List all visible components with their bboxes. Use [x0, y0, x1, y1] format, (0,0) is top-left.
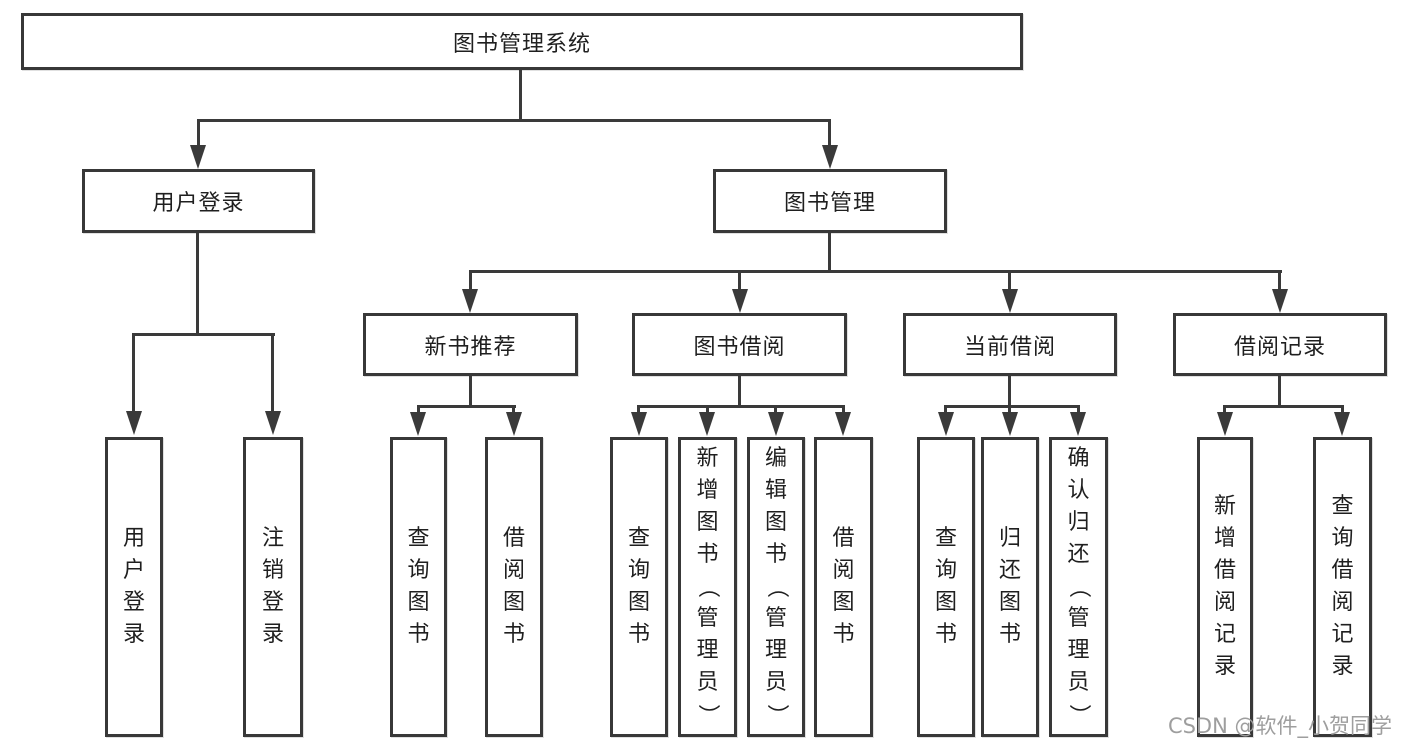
arrowhead-icon [462, 289, 478, 313]
connector-newbook-drop-1 [417, 405, 420, 414]
leaf-edit-books-admin: 编辑图书（管理员） [747, 437, 805, 737]
connector-borrow-hline [637, 405, 845, 408]
leaf-query-books-current: 查询图书 [917, 437, 975, 737]
leaf-borrow-books: 借阅图书 [814, 437, 873, 737]
connector-current-drop-1 [944, 405, 947, 414]
connector-borrow-drop-2 [706, 405, 709, 414]
leaf-add-books-admin: 新增图书（管理员） [678, 437, 737, 737]
connector-borrow-stem [738, 376, 741, 408]
arrowhead-icon [410, 412, 426, 436]
arrowhead-icon [1334, 412, 1350, 436]
leaf-query-borrow-record: 查询借阅记录 [1313, 437, 1372, 737]
arrowhead-icon [631, 412, 647, 436]
leaf-confirm-return-admin: 确认归还（管理员） [1049, 437, 1108, 737]
connector-records-drop-2 [1341, 405, 1344, 414]
arrowhead-icon [732, 289, 748, 313]
node-user-login: 用户登录 [82, 169, 315, 233]
connector-root-drop-left [197, 119, 200, 147]
node-book-borrow: 图书借阅 [632, 313, 847, 376]
connector-newbook-stem [469, 376, 472, 408]
connector-mgmt-drop-3 [1008, 270, 1011, 291]
connector-login-stem [196, 233, 199, 336]
leaf-return-books: 归还图书 [981, 437, 1039, 737]
node-current-borrow: 当前借阅 [903, 313, 1117, 376]
connector-borrow-drop-4 [842, 405, 845, 414]
connector-mgmt-drop-4 [1278, 270, 1281, 291]
connector-root-drop-right [828, 119, 831, 147]
connector-newbook-drop-2 [512, 405, 515, 414]
connector-current-drop-3 [1077, 405, 1080, 414]
connector-borrow-drop-1 [637, 405, 640, 414]
arrowhead-icon [699, 412, 715, 436]
node-root: 图书管理系统 [21, 13, 1023, 70]
connector-current-hline [944, 405, 1080, 408]
connector-records-stem [1278, 376, 1281, 408]
arrowhead-icon [835, 412, 851, 436]
node-borrow-records: 借阅记录 [1173, 313, 1387, 376]
connector-mgmt-drop-1 [469, 270, 472, 291]
leaf-query-books-recommend: 查询图书 [390, 437, 447, 737]
arrowhead-icon [1272, 289, 1288, 313]
connector-login-drop-1 [132, 333, 135, 411]
arrowhead-icon [938, 412, 954, 436]
connector-mgmt-hline [469, 270, 1282, 273]
node-new-book-recommend: 新书推荐 [363, 313, 578, 376]
arrowhead-icon [1070, 412, 1086, 436]
leaf-user-login: 用户登录 [105, 437, 163, 737]
connector-root-stem [519, 70, 522, 121]
connector-login-hline [132, 333, 275, 336]
watermark: CSDN @软件_小贺同学 [1167, 714, 1392, 738]
leaf-query-books-borrow: 查询图书 [610, 437, 668, 737]
arrowhead-icon [1002, 289, 1018, 313]
arrowhead-icon [190, 145, 206, 169]
arrowhead-icon [1002, 412, 1018, 436]
arrowhead-icon [822, 145, 838, 169]
connector-mgmt-drop-2 [738, 270, 741, 291]
leaf-logout: 注销登录 [243, 437, 303, 737]
connector-root-hline [197, 119, 831, 122]
leaf-add-borrow-record: 新增借阅记录 [1197, 437, 1253, 737]
connector-current-stem [1008, 376, 1011, 408]
arrowhead-icon [768, 412, 784, 436]
arrowhead-icon [126, 411, 142, 435]
connector-records-drop-1 [1223, 405, 1226, 414]
leaf-borrow-books-recommend: 借阅图书 [485, 437, 543, 737]
node-book-management: 图书管理 [713, 169, 947, 233]
arrowhead-icon [265, 411, 281, 435]
connector-current-drop-2 [1008, 405, 1011, 414]
connector-login-drop-2 [271, 333, 274, 411]
connector-newbook-hline [417, 405, 516, 408]
arrowhead-icon [506, 412, 522, 436]
connector-borrow-drop-3 [774, 405, 777, 414]
connector-records-hline [1223, 405, 1344, 408]
connector-mgmt-stem [828, 233, 831, 273]
arrowhead-icon [1217, 412, 1233, 436]
